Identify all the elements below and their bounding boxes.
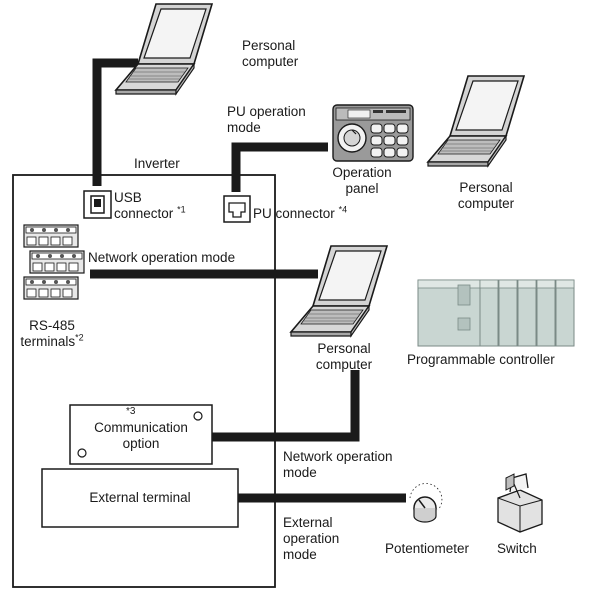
usb-connector-icon [83, 190, 112, 219]
usb-connector-label: USB connector *1 [114, 190, 186, 222]
programmable-controller-icon [417, 279, 575, 347]
rs485-line1: RS-485 [29, 318, 75, 333]
rs485-note: *2 [75, 332, 84, 343]
network-mode-label-2: Network operation mode [283, 449, 393, 481]
network-mode-label-1: Network operation mode [88, 250, 236, 265]
potentiometer-label: Potentiometer [385, 541, 470, 556]
external-terminal-label: External terminal [89, 490, 191, 505]
inverter-box [12, 174, 276, 588]
operation-panel-line1: Operation [332, 165, 392, 180]
network-mode-2-line2: mode [283, 465, 317, 480]
operation-panel-label: Operation panel [320, 165, 404, 197]
potentiometer-icon [409, 483, 443, 523]
rs485-line2: terminals*2 [14, 332, 90, 350]
operation-panel-icon [332, 104, 414, 162]
pu-mode-line2: mode [227, 120, 261, 135]
pu-cable [231, 142, 328, 192]
laptop-top-icon [115, 3, 213, 95]
pu-connector-icon [223, 195, 251, 223]
pc-middle-label: Personal computer [304, 341, 384, 373]
programmable-controller-label: Programmable controller [407, 352, 555, 367]
external-terminal-box [41, 468, 239, 528]
comm-option-line1: Communication [94, 420, 188, 435]
external-mode-line1: External [283, 515, 333, 530]
switch-label: Switch [497, 541, 537, 556]
laptop-middle-icon [290, 245, 388, 337]
pc-right-label: Personal computer [438, 180, 534, 212]
usb-line1: USB [114, 190, 142, 205]
pc-right-line1: Personal [459, 180, 513, 195]
operation-panel-line2: panel [345, 181, 379, 196]
pu-mode-line1: PU operation [227, 104, 306, 119]
external-mode-label: External operation mode [283, 515, 339, 563]
pc-middle-line1: Personal [317, 341, 371, 356]
comm-option-note: *3 [126, 406, 136, 417]
usb-line2: connector *1 [114, 204, 186, 222]
pc-middle-line2: computer [315, 357, 373, 372]
pc-top-line1: Personal [242, 38, 296, 53]
inverter-label: Inverter [134, 156, 180, 171]
external-mode-line3: mode [283, 547, 317, 562]
usb-note: *1 [177, 204, 186, 215]
rs485-line2-text: terminals [20, 334, 76, 349]
pu-mode-label: PU operation mode [227, 104, 306, 136]
laptop-right-icon [427, 75, 525, 167]
usb-line2-text: connector [114, 206, 174, 221]
pu-note: *4 [338, 204, 348, 215]
rs485-label: RS-485 terminals*2 [14, 318, 90, 350]
comm-option-cable [212, 370, 360, 442]
pc-right-line2: computer [457, 196, 515, 211]
communication-option-box [69, 404, 213, 465]
usb-cable [92, 58, 138, 186]
network-mode-2-line1: Network operation [283, 449, 393, 464]
pu-connector-label: PU connector *4 [253, 204, 348, 222]
pu-connector-text: PU connector [253, 206, 335, 221]
comm-option-line2: option [122, 436, 160, 451]
rs485-terminals-icon [23, 224, 85, 300]
pc-top-line2: computer [242, 54, 299, 69]
pc-top-label: Personal computer [242, 38, 298, 70]
switch-icon [497, 473, 543, 533]
communication-option-label: Communication option [70, 420, 212, 452]
external-mode-line2: operation [283, 531, 340, 546]
